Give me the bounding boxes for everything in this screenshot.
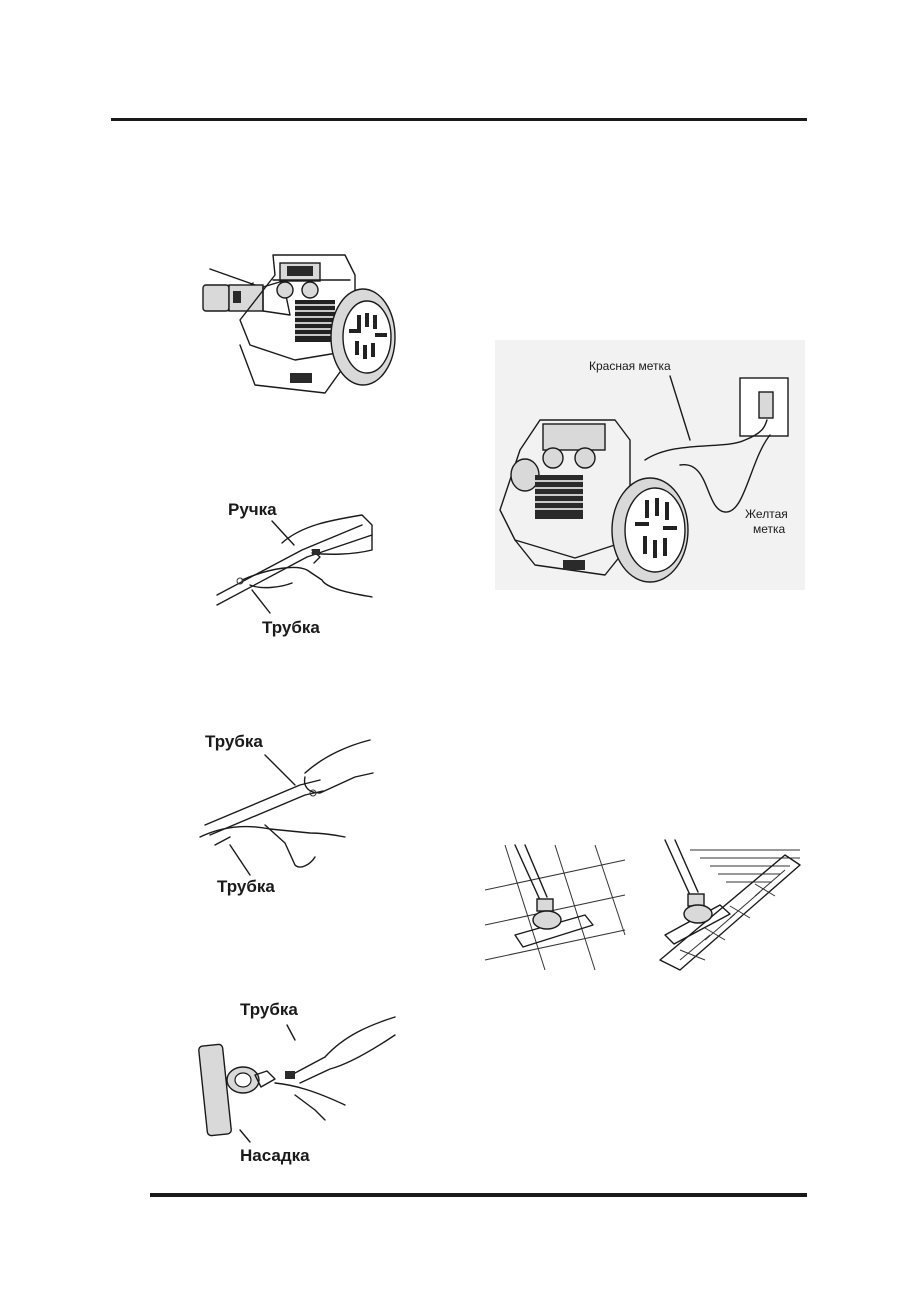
pipe-top-label: Трубка <box>205 732 263 751</box>
yellow-mark-line1: Желтая <box>745 507 788 521</box>
vacuum-hose-inlet-illustration <box>195 245 405 405</box>
header-rule <box>111 118 807 121</box>
pipe-nozzle-illustration: Трубка Насадка <box>195 995 410 1170</box>
floor-brush-carpet-illustration <box>660 840 800 970</box>
red-mark-label: Красная метка <box>589 359 671 373</box>
pipe-label: Трубка <box>262 618 320 637</box>
pipe-bottom-label: Трубка <box>217 877 275 896</box>
hose-handle-pipe-illustration: Ручка Трубка <box>212 495 382 645</box>
yellow-mark-line2: метка <box>753 522 786 536</box>
pipe-connection-illustration: Трубка Трубка <box>195 725 385 900</box>
vacuum-cord-plug-illustration: Красная метка Желтая метка <box>495 340 805 590</box>
footer-rule <box>150 1193 807 1197</box>
handle-label: Ручка <box>228 500 277 519</box>
pipe-label-nozzle: Трубка <box>240 1000 298 1019</box>
nozzle-label: Насадка <box>240 1146 310 1165</box>
floor-brush-tile-illustration <box>485 845 625 970</box>
